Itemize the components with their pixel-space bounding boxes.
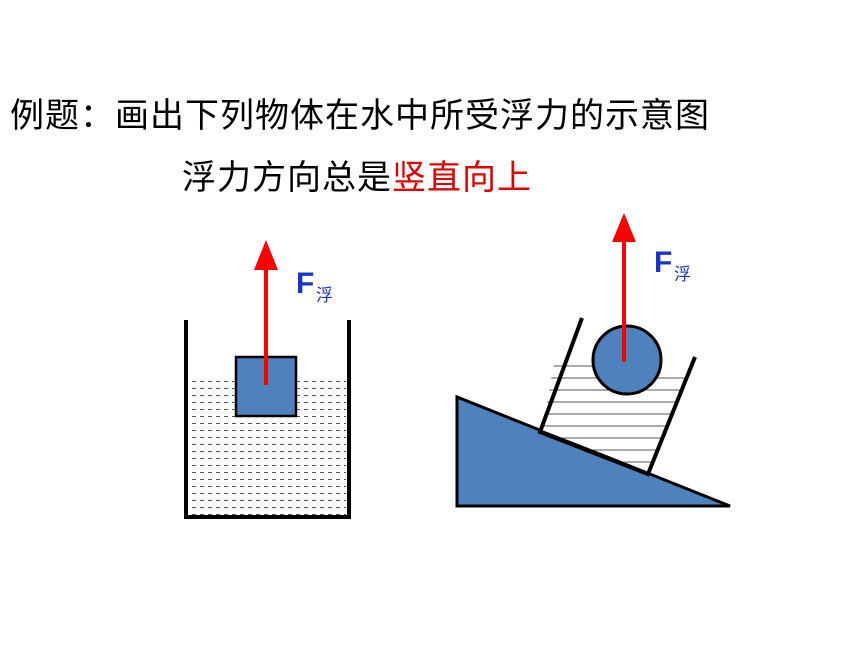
incline-scene: F 浮 xyxy=(455,213,731,508)
rule-prefix: 浮力方向总是 xyxy=(182,158,392,198)
tilted-container-outline xyxy=(537,317,697,477)
rule-highlight: 竖直向上 xyxy=(392,158,532,198)
floating-cube xyxy=(234,355,298,418)
force-label-right: F xyxy=(654,246,672,279)
buoyant-force-arrow-right xyxy=(612,213,636,362)
beaker-outline xyxy=(184,320,351,519)
buoyant-force-arrow-left xyxy=(254,240,278,385)
beaker-scene: F 浮 xyxy=(184,240,351,519)
force-subscript-left: 浮 xyxy=(316,286,333,306)
force-subscript-right: 浮 xyxy=(674,265,691,285)
question-title: 例题：画出下列物体在水中所受浮力的示意图 xyxy=(10,96,710,136)
floating-ball xyxy=(591,324,663,396)
rule-statement: 浮力方向总是竖直向上 xyxy=(182,150,532,199)
force-label-left: F xyxy=(296,267,314,300)
